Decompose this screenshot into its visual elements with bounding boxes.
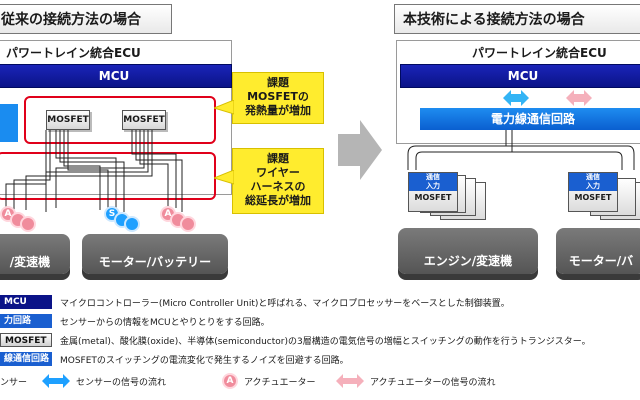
legend-desc: センサーからの情報をMCUとやりとりをする回路。: [60, 317, 270, 328]
right-power-line-bar: 電力線通信回路: [420, 108, 640, 130]
left-wire-harness: [5, 130, 183, 214]
actuator-circle: [20, 216, 36, 232]
module-mosfet-label: MOSFET: [414, 193, 452, 202]
module-input-label: 入力: [569, 182, 617, 191]
right-panel-title: 本技術による接続方法の場合: [394, 4, 640, 34]
right-wires: [407, 130, 635, 170]
legend-chip-mcu: MCU: [0, 295, 52, 309]
callout-line: ワイヤー: [256, 166, 300, 179]
module-mosfet-label: MOSFET: [574, 193, 612, 202]
legend-row-power-line: 線通信回路 MOSFETのスイッチングの電流変化で発生するノイズを回避する回路。: [0, 351, 349, 367]
left-mosfet-issue-frame: [24, 96, 216, 144]
left-input-block: [0, 104, 18, 142]
callout-pointer-1: [214, 100, 234, 115]
callout-line: MOSFETの: [247, 90, 309, 103]
callout-line: ハーネスの: [250, 180, 306, 193]
legend-bottom: ンサー センサーの信号の流れ A アクチュエーター アクチュエーターの信号の流れ: [0, 372, 640, 392]
sensor-flow-legend-icon: [42, 374, 70, 388]
right-mcu-bar: MCU: [400, 64, 640, 88]
transition-arrow-icon: [338, 120, 382, 180]
callout-line: 課題: [267, 152, 289, 165]
legend-row-input: 力回路 センサーからの情報をMCUとやりとりをする回路。: [0, 313, 270, 329]
actuator-flow-arrow-icon: [566, 90, 592, 106]
left-ecu-label: パワートレイン統合ECU: [6, 46, 141, 60]
legend-desc: マイクロコントローラー(Micro Controller Unit)と呼ばれる、…: [60, 298, 510, 309]
legend-chip-power-line: 線通信回路: [0, 352, 52, 366]
module-card-front: 通信 入力 MOSFET: [408, 172, 458, 212]
left-panel-title: 従来の接続方法の場合: [0, 4, 172, 34]
legend-actuator-label: アクチュエーター: [244, 378, 316, 388]
left-device-motor-battery: モーター/バッテリー: [82, 234, 228, 274]
legend-sensor-label: ンサー: [0, 378, 28, 388]
left-device-transmission: /変速機: [0, 234, 70, 274]
legend-chip-input: 力回路: [0, 314, 52, 328]
left-mosfet-2: MOSFET: [122, 110, 166, 130]
actuator-flow-legend-icon: [336, 374, 364, 388]
callout-line: 課題: [267, 76, 289, 89]
legend-chip-mosfet: MOSFET: [0, 333, 52, 347]
legend-row-mcu: MCU マイクロコントローラー(Micro Controller Unit)と呼…: [0, 294, 510, 310]
sensor-circle: [124, 216, 140, 232]
actuator-circle: [180, 216, 196, 232]
legend-sensor-flow-label: センサーの信号の流れ: [76, 378, 167, 388]
module-comm-label: 通信: [569, 173, 617, 182]
sensor-flow-arrow-icon: [503, 90, 529, 106]
module-input-label: 入力: [409, 182, 457, 191]
legend-row-mosfet: MOSFET 金属(metal)、酸化膜(oxide)、半導体(semicond…: [0, 332, 591, 348]
left-mosfet-1: MOSFET: [46, 110, 90, 130]
right-ecu-label: パワートレイン統合ECU: [472, 46, 607, 60]
callout-harness-length: 課題 ワイヤー ハーネスの 総延長が増加: [232, 148, 324, 214]
legend-desc: MOSFETのスイッチングの電流変化で発生するノイズを回避する回路。: [60, 355, 349, 366]
module-card-front: 通信 入力 MOSFET: [568, 172, 618, 212]
legend-actuator-flow-label: アクチュエーターの信号の流れ: [370, 378, 496, 388]
callout-line: 発熱量が増加: [245, 104, 311, 117]
callout-mosfet-heat: 課題 MOSFETの 発熱量が増加: [232, 72, 324, 124]
left-mcu-bar: MCU: [0, 64, 232, 88]
callout-line: 総延長が増加: [245, 194, 311, 207]
legend-actuator-icon: A: [222, 373, 238, 389]
callout-pointer-2: [214, 170, 234, 185]
right-device-engine-transmission: エンジン/変速機: [398, 228, 538, 274]
right-device-motor-battery: モーター/バ: [556, 228, 640, 274]
legend-desc: 金属(metal)、酸化膜(oxide)、半導体(semiconductor)の…: [60, 336, 591, 347]
module-comm-label: 通信: [409, 173, 457, 182]
